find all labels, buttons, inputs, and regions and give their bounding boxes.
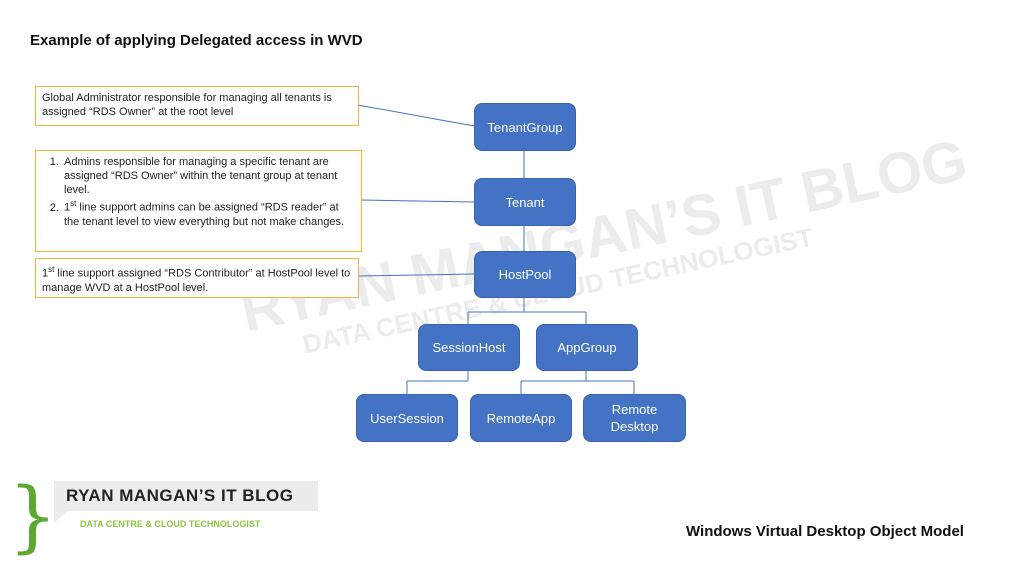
- note-global-admin: Global Administrator responsible for man…: [35, 86, 359, 126]
- node-appgroup: AppGroup: [536, 324, 638, 371]
- logo-banner-tail: [54, 511, 68, 523]
- note-tenant-admins: Admins responsible for managing a specif…: [35, 150, 362, 252]
- node-usersession: UserSession: [356, 394, 458, 442]
- logo-brace-icon: }: [8, 472, 58, 562]
- node-sessionhost: SessionHost: [418, 324, 520, 371]
- note-tenant-item-2-prefix: 1: [64, 201, 71, 214]
- note-tenant-list: Admins responsible for managing a specif…: [42, 155, 355, 229]
- node-tenant: Tenant: [474, 178, 576, 226]
- note-hostpool-rest: line support assigned “RDS Contributor” …: [42, 267, 351, 294]
- note-tenant-item-2: 1st line support admins can be assigned …: [62, 197, 355, 229]
- logo-name: RYAN MANGAN’S IT BLOG: [66, 486, 294, 505]
- node-remotedesktop: Remote Desktop: [583, 394, 686, 442]
- logo-tagline: DATA CENTRE & CLOUD TECHNOLOGIST: [80, 519, 261, 529]
- note-global-admin-text: Global Administrator responsible for man…: [42, 92, 332, 118]
- diagram-title: Example of applying Delegated access in …: [30, 32, 363, 49]
- note-tenant-item-1: Admins responsible for managing a specif…: [62, 155, 355, 197]
- note-tenant-item-2-rest: line support admins can be assigned “RDS…: [64, 201, 345, 228]
- note-hostpool-support: 1st line support assigned “RDS Contribut…: [35, 258, 359, 298]
- node-tenantgroup: TenantGroup: [474, 103, 576, 151]
- node-remotedesktop-line1: Remote: [611, 402, 658, 417]
- note-hostpool-prefix: 1: [42, 267, 49, 280]
- note-tenant-item-2-sup: st: [70, 199, 77, 208]
- logo-banner: [54, 481, 318, 511]
- diagram-caption: Windows Virtual Desktop Object Model: [686, 523, 964, 540]
- node-remoteapp: RemoteApp: [470, 394, 572, 442]
- node-remotedesktop-line2: Desktop: [610, 419, 659, 434]
- note-hostpool-sup: st: [48, 265, 55, 274]
- node-hostpool: HostPool: [474, 251, 576, 298]
